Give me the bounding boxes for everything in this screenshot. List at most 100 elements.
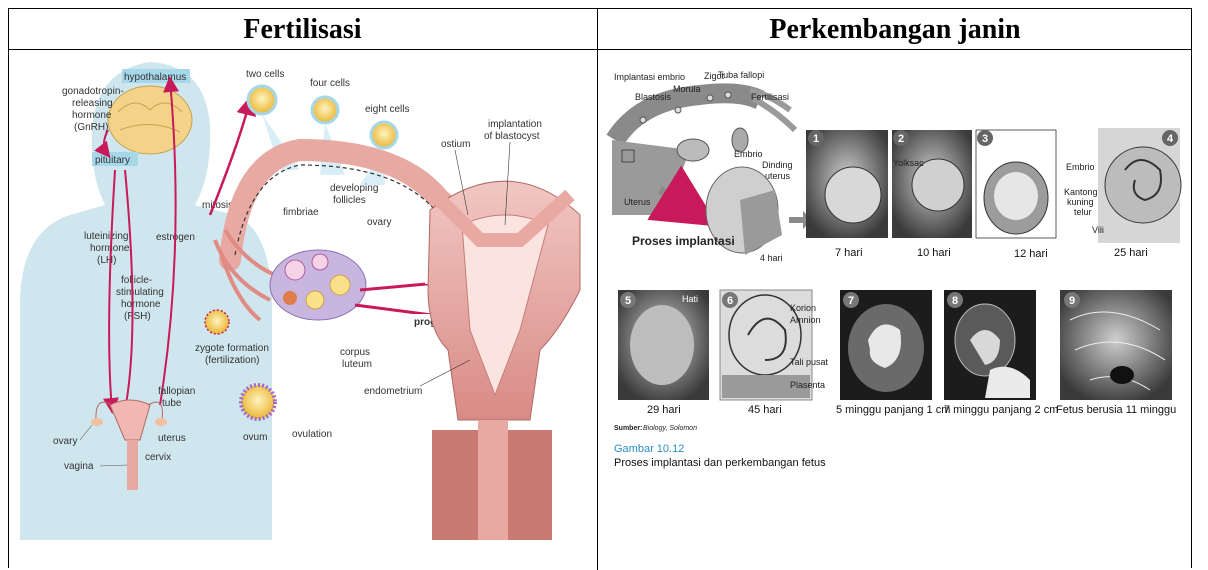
diagram-label: Embrio	[1066, 162, 1095, 172]
stage-3: 3 12 hari	[976, 130, 1056, 260]
illustration-shape	[330, 275, 350, 295]
diagram-label: Plasenta	[790, 380, 825, 390]
illustration-shape	[91, 418, 103, 426]
diagram-label: Kantong	[1064, 187, 1098, 197]
diagram-label: Proses implantasi	[632, 234, 735, 248]
diagram-label: telur	[1074, 207, 1092, 217]
diagram-label: Uterus	[624, 197, 651, 207]
illustration-shape	[478, 420, 508, 540]
diagram-label: cervix	[145, 452, 171, 463]
fertilization-diagram: hypothalamus gonadotropin- releasing hor…	[20, 62, 580, 540]
diagram-label: Embrio	[734, 149, 763, 159]
diagram-label: Dinding	[762, 160, 793, 170]
diagram-label: Korion	[790, 303, 816, 313]
illustration-shape	[155, 418, 167, 426]
diagram-label: Amnion	[790, 315, 821, 325]
diagram-label: releasing	[72, 98, 113, 109]
diagram-label: kuning	[1067, 197, 1094, 207]
diagram-label: endometrium	[364, 386, 422, 397]
diagram-label: uterus	[158, 433, 186, 444]
diagram-label: luteum	[342, 359, 372, 370]
diagram-label: 7 hari	[835, 247, 863, 259]
diagram-label: 25 hari	[1114, 247, 1148, 259]
diagram-label: follicles	[333, 195, 366, 206]
illustration-shape	[285, 260, 305, 280]
illustration-shape	[306, 291, 324, 309]
diagram-label: implantation	[488, 119, 542, 130]
diagram-label: 8	[952, 295, 958, 307]
illustration-shape	[1110, 366, 1134, 384]
diagram-label: fimbriae	[283, 207, 319, 218]
stage-2: 2 Yolksac 10 hari	[892, 130, 972, 259]
illustration-shape	[283, 291, 297, 305]
diagram-label: ostium	[441, 139, 470, 150]
illustration-shape	[725, 92, 731, 98]
diagram-label: gonadotropin-	[62, 86, 124, 97]
illustration-shape	[825, 167, 881, 223]
diagram-label: tube	[162, 398, 182, 409]
figure-caption: Proses implantasi dan perkembangan fetus	[614, 457, 826, 469]
diagram-label: uterus	[765, 171, 791, 181]
diagram-label: hormone	[121, 299, 161, 310]
diagram-label: 3	[982, 133, 988, 145]
stage-9: 9 Fetus berusia 11 minggu	[1056, 290, 1176, 416]
diagram-label: 9	[1069, 295, 1075, 307]
diagram-label: zygote formation	[195, 343, 269, 354]
hypothalamus-label: hypothalamus	[124, 72, 186, 83]
zygote	[205, 310, 229, 334]
diagram-label: fallopian	[158, 386, 195, 397]
diagram-label: (LH)	[97, 255, 116, 266]
illustration-shape	[677, 139, 709, 161]
illustration-shape	[675, 107, 681, 113]
diagram-label: 29 hari	[647, 404, 681, 416]
diagram-label: ovum	[243, 432, 267, 443]
stage-1: 1 7 hari	[806, 130, 888, 259]
diagram-label: (fertilization)	[205, 355, 259, 366]
diagram-label: Blastosis	[635, 92, 672, 102]
diagram-label: developing	[330, 183, 378, 194]
stage-8: 8 7 minggu panjang 2 cm	[944, 290, 1058, 416]
diagram-label: Hati	[682, 294, 698, 304]
stage-5: 5 Hati 29 hari	[618, 290, 709, 416]
four-cells	[312, 97, 338, 123]
diagram-label: eight cells	[365, 104, 409, 115]
eight-cells	[371, 122, 397, 148]
diagram-label: four cells	[310, 78, 350, 89]
illustration-shape	[630, 305, 694, 385]
implantation-process-diagram: Implantasi embrio Blastosis Morula Zigot…	[612, 70, 812, 263]
diagram-label: (GnRH)	[74, 122, 108, 133]
diagram-label: luteinizing	[84, 231, 128, 242]
diagram-label: two cells	[246, 69, 284, 80]
diagram-label: 10 hari	[917, 247, 951, 259]
diagram-label: ovulation	[292, 429, 332, 440]
illustration-shape	[1105, 147, 1181, 223]
diagram-label: Fetus berusia 11 minggu	[1056, 404, 1176, 416]
diagram-label: Tuba fallopi	[718, 70, 764, 80]
diagram-label: 6	[727, 295, 733, 307]
diagram-label: stimulating	[116, 287, 164, 298]
stage-4: 4 Embrio Kantong kuning telur Vili 25 ha…	[1064, 128, 1181, 259]
diagram-label: Tali pusat	[790, 357, 829, 367]
diagram-label: of blastocyst	[484, 131, 540, 142]
illustration-shape	[707, 95, 713, 101]
diagram-label: 5	[625, 295, 631, 307]
stage-6: 6 Korion Amnion Tali pusat Plasenta 45 h…	[720, 290, 829, 416]
diagram-label: 4 hari	[760, 253, 783, 263]
stage-7: 7 5 minggu panjang 1 cm	[836, 290, 950, 416]
diagram-label: Vili	[1092, 225, 1104, 235]
illustration-shape	[127, 440, 138, 490]
diagram-label: hormone	[72, 110, 112, 121]
diagram-label: (FSH)	[124, 311, 151, 322]
diagram-label: 1	[813, 133, 819, 145]
diagram-label: ovary	[53, 436, 77, 447]
pituitary-label: pituitary	[95, 155, 130, 166]
source-text: Biology, Solomon	[643, 425, 697, 432]
diagram-label: follicle-	[121, 275, 152, 286]
diagram-label: 45 hari	[748, 404, 782, 416]
diagram-label: 12 hari	[1014, 248, 1048, 260]
diagram-label: ovary	[367, 217, 391, 228]
diagram-label: 7	[848, 295, 854, 307]
illustration-shape	[640, 117, 646, 123]
diagram-label: Fertilisasi	[751, 92, 789, 102]
